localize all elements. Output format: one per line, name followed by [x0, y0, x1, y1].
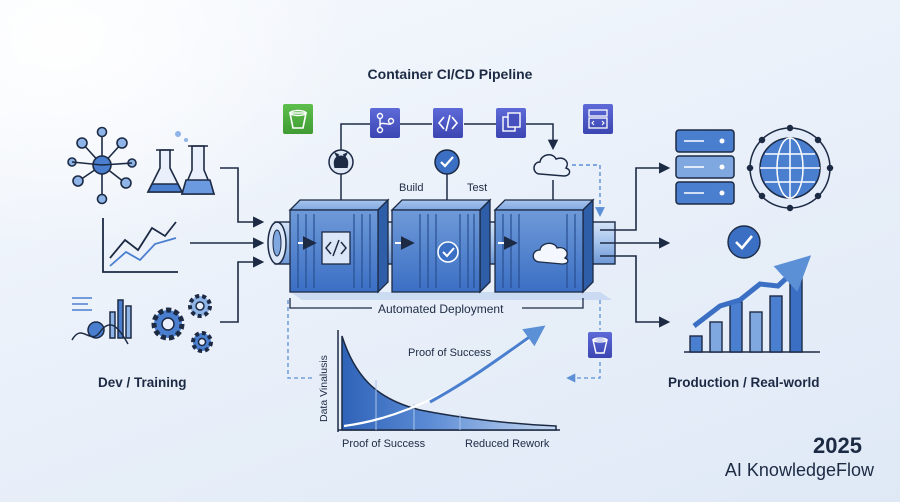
window-code-icon — [583, 104, 613, 134]
line-chart-icon — [102, 218, 178, 273]
copy-icon — [496, 108, 526, 138]
curve-x-label-left: Proof of Success — [342, 438, 426, 450]
gears-icon — [151, 294, 213, 353]
pipeline — [267, 198, 616, 309]
deployment-label: Automated Deployment — [378, 302, 504, 316]
bucket-icon — [588, 332, 612, 358]
diagram-title: Container CI/CD Pipeline — [367, 66, 533, 82]
output-arrows — [600, 162, 671, 328]
github-icon — [328, 149, 354, 175]
build-label: Build — [399, 182, 424, 194]
production-label: Production / Real-world — [668, 375, 820, 390]
brand-year: 2025 — [813, 433, 862, 458]
input-arrows — [190, 167, 265, 323]
globe-icon — [746, 124, 834, 212]
feedback-dashed-left — [287, 300, 312, 379]
curve-x-label-right: Reduced Rework — [465, 438, 550, 450]
curve-y-axis-label: Data Vinalusis — [318, 355, 330, 422]
check-icon — [434, 149, 460, 175]
code-icon — [433, 108, 463, 138]
flask-icon — [146, 131, 216, 195]
dev-training-label: Dev / Training — [98, 375, 187, 390]
network-icon — [67, 126, 137, 205]
analytics-icon — [71, 297, 132, 345]
branch-icon — [370, 108, 400, 138]
curve-annotation: Proof of Success — [408, 347, 492, 359]
container-test — [390, 198, 492, 294]
cloud-icon — [533, 154, 571, 177]
decay-curve-chart — [337, 325, 560, 432]
container-build — [288, 198, 390, 294]
cloud-return-arrow — [572, 164, 605, 217]
bucket-icon — [283, 104, 313, 134]
bar-chart-icon — [684, 225, 820, 353]
container-deploy — [493, 198, 595, 294]
brand-name: AI KnowledgeFlow — [724, 460, 874, 480]
feedback-dashed-right — [568, 300, 601, 378]
server-icon — [675, 129, 735, 205]
test-label: Test — [467, 182, 488, 194]
